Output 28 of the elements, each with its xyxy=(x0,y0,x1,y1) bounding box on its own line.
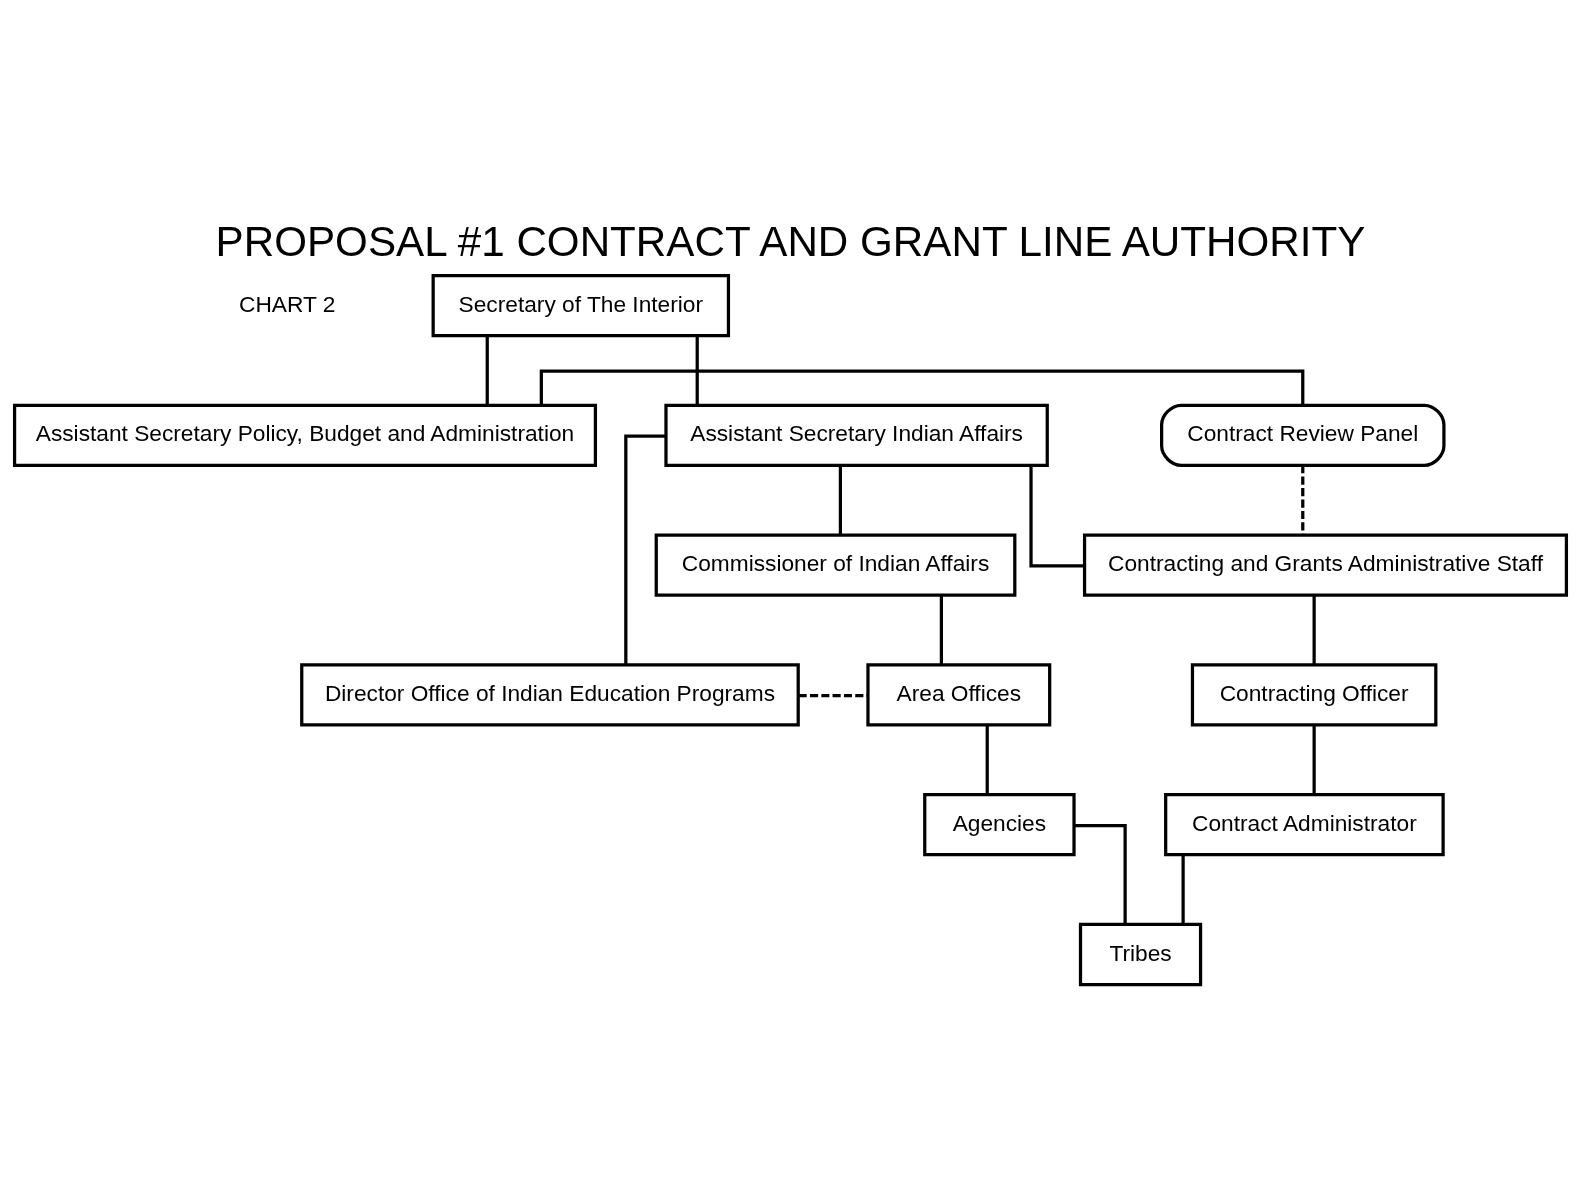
node-box: Secretary of The Interior xyxy=(431,273,731,338)
connector xyxy=(1301,465,1305,535)
connector xyxy=(798,694,868,698)
node-box: Area Offices xyxy=(866,663,1052,727)
connector xyxy=(939,595,943,665)
node-box: Agencies xyxy=(923,793,1076,857)
node-box: Contract Review Panel xyxy=(1160,403,1446,467)
connector xyxy=(1312,595,1316,665)
connector xyxy=(695,335,699,405)
connector xyxy=(1074,823,1127,924)
node-box: Assistant Secretary Policy, Budget and Administration xyxy=(12,403,598,467)
connector xyxy=(1312,725,1316,795)
node-box: Assistant Secretary Indian Affairs xyxy=(664,403,1049,467)
connector xyxy=(1029,465,1085,568)
connector xyxy=(624,434,666,665)
diagram-title: PROPOSAL #1 CONTRACT AND GRANT LINE AUTHORITY xyxy=(215,217,1366,265)
connector xyxy=(838,465,842,535)
node-box: Commissioner of Indian Affairs xyxy=(654,533,1017,597)
connector xyxy=(985,725,989,795)
label: CHART 2 xyxy=(238,290,336,317)
node-box: Contracting and Grants Administrative Staff xyxy=(1082,533,1569,597)
node-box: Tribes xyxy=(1078,922,1203,987)
connector xyxy=(539,369,1305,405)
connector xyxy=(1181,854,1185,925)
node-box: Contract Administrator xyxy=(1164,793,1445,857)
connector xyxy=(485,335,489,405)
node-box: Contracting Officer xyxy=(1190,663,1438,727)
node-box: Director Office of Indian Education Programs xyxy=(300,663,800,727)
